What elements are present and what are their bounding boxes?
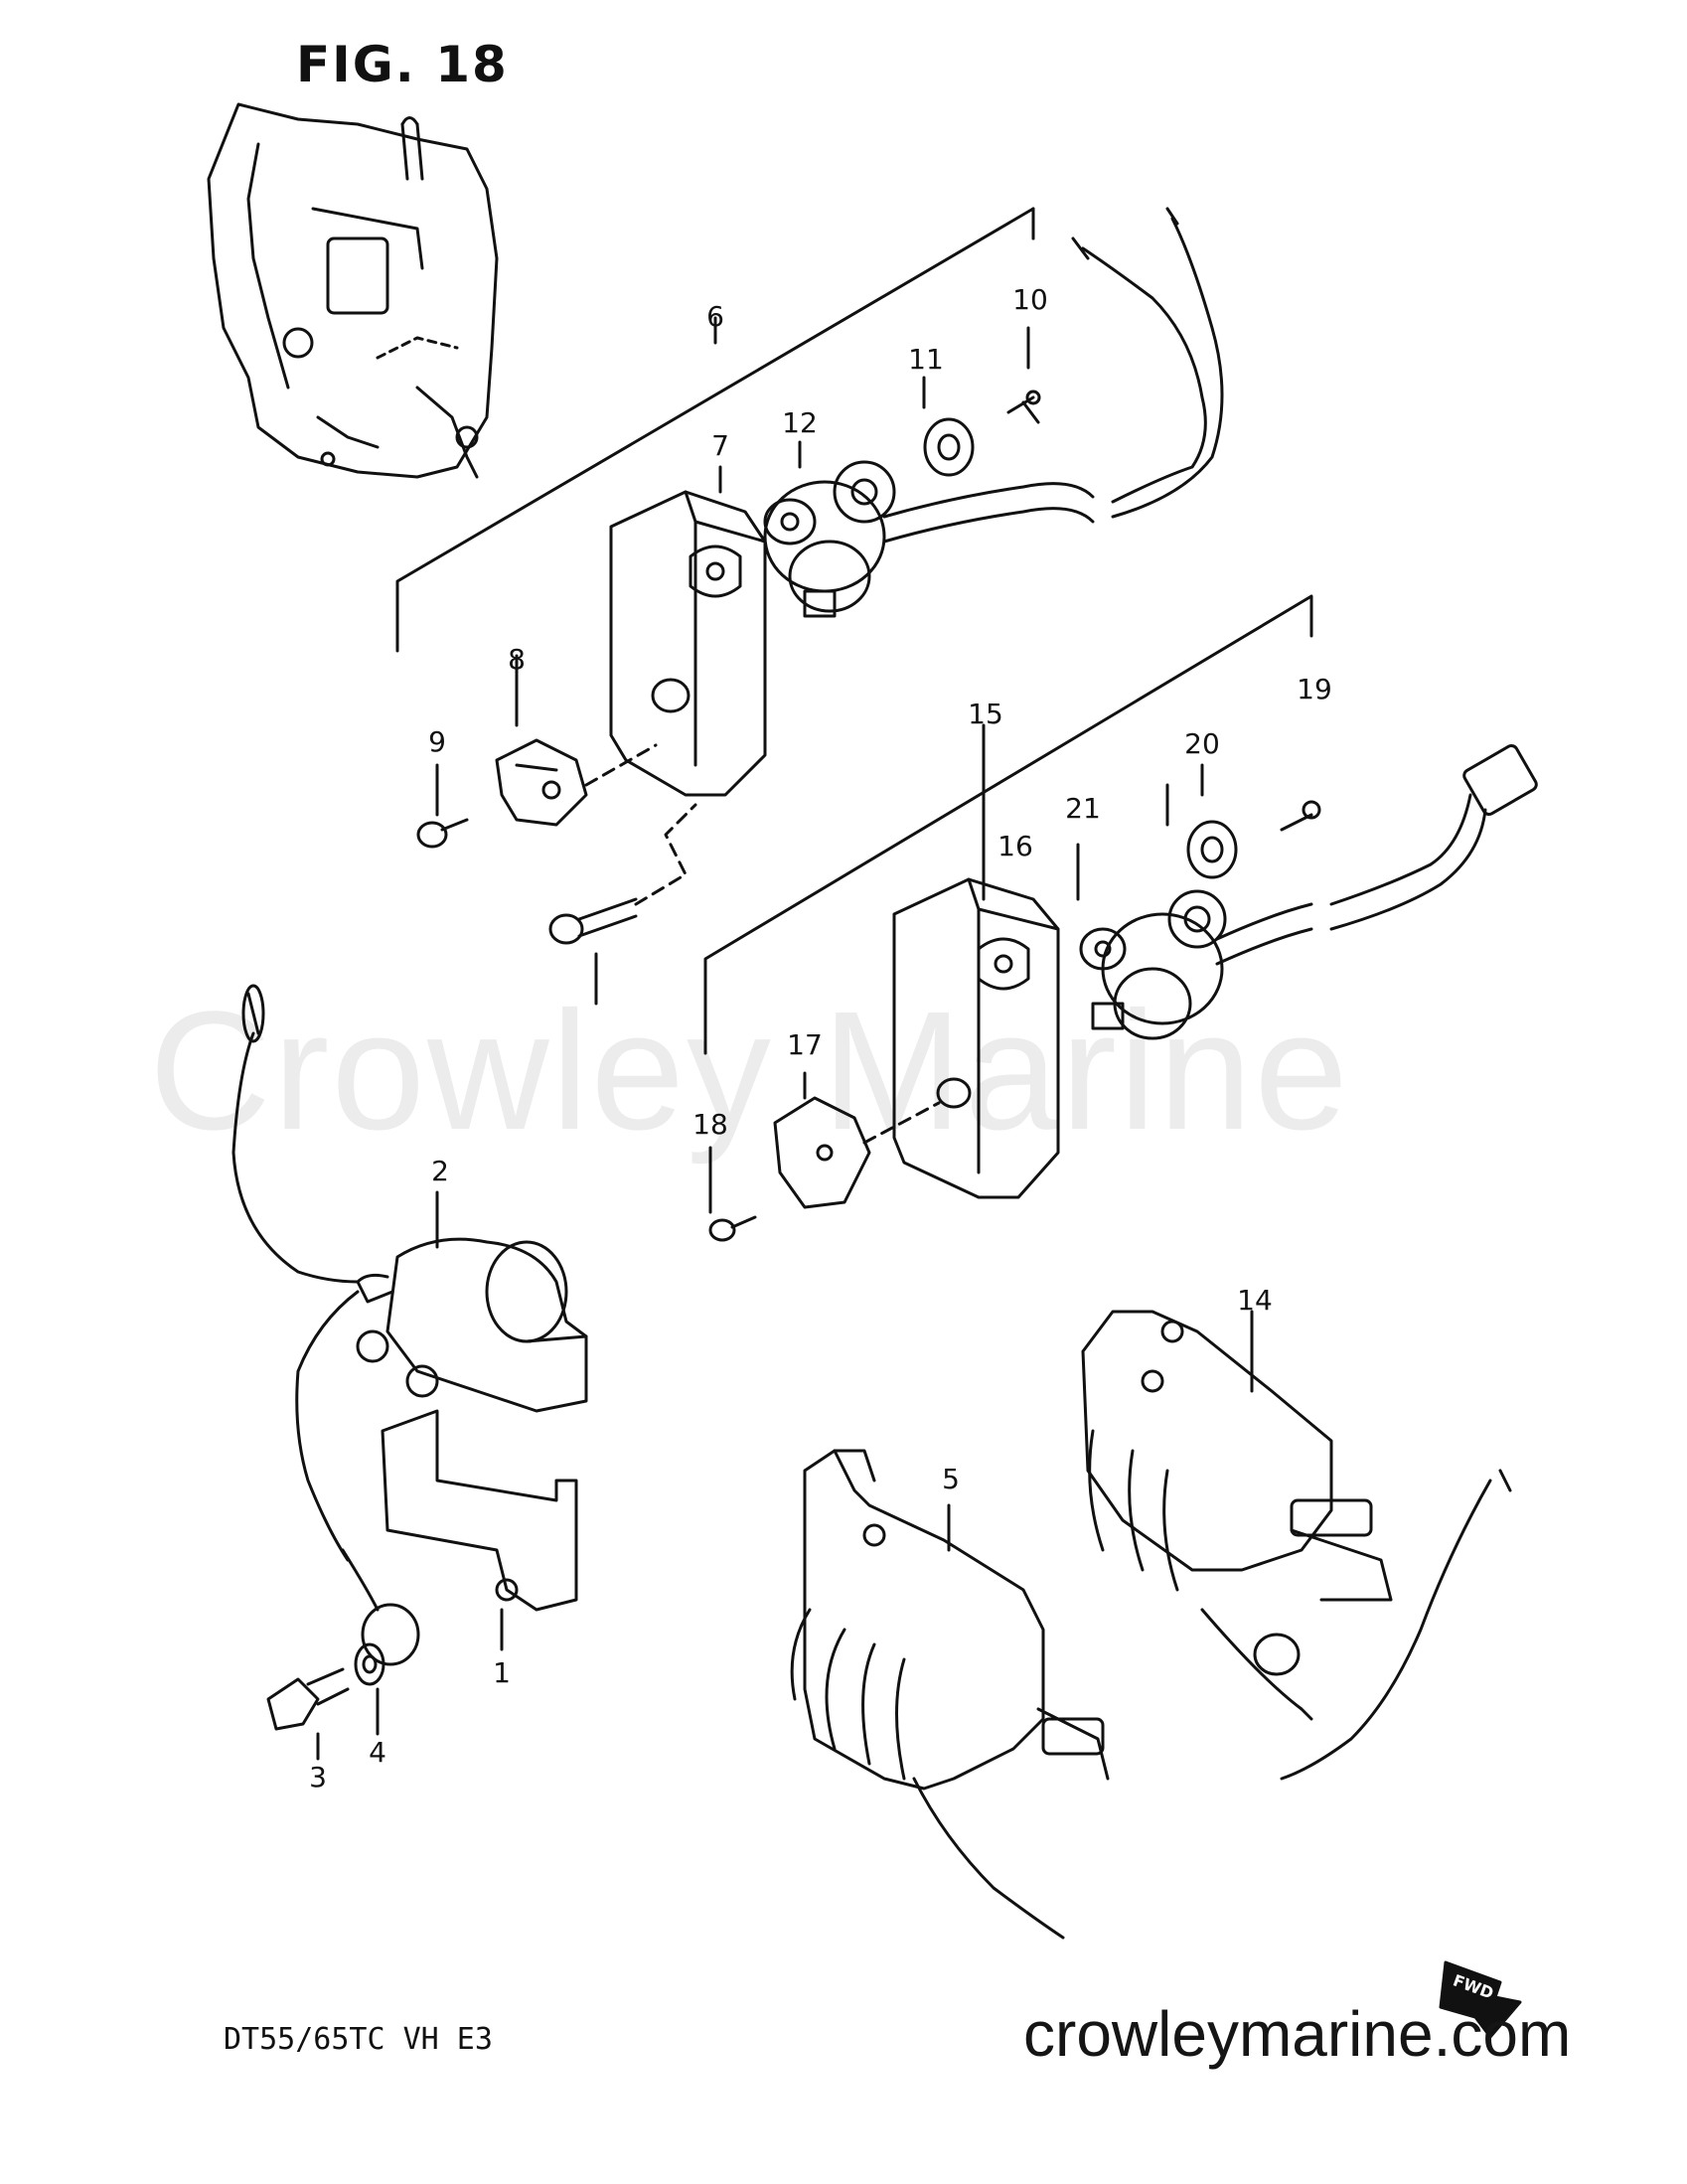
solenoid-5 bbox=[790, 1449, 1110, 1940]
callout-20: 20 bbox=[1184, 727, 1220, 760]
callout-3: 3 bbox=[309, 1761, 327, 1794]
callout-5: 5 bbox=[942, 1463, 960, 1495]
knob-8 bbox=[495, 738, 588, 827]
fwd-arrow-icon bbox=[1439, 1960, 1522, 2039]
knob-17 bbox=[773, 1096, 871, 1209]
switch-box-16 bbox=[892, 877, 1060, 1199]
bracket-1 bbox=[381, 1409, 578, 1612]
ignition-switch-box-7 bbox=[609, 490, 767, 797]
callout-12: 12 bbox=[782, 406, 818, 439]
model-code: DT55/65TC VH E3 bbox=[224, 2022, 493, 2057]
callout-2: 2 bbox=[431, 1155, 449, 1187]
callout-18: 18 bbox=[692, 1108, 728, 1141]
callout-8: 8 bbox=[508, 643, 526, 676]
callout-15: 15 bbox=[968, 698, 1003, 730]
switch-21 bbox=[1079, 744, 1538, 1040]
callout-9: 9 bbox=[428, 725, 446, 758]
screw-10 bbox=[1006, 390, 1041, 424]
callout-11: 11 bbox=[908, 343, 944, 376]
screw-9 bbox=[416, 818, 469, 849]
site-footer: crowleymarine.com bbox=[1023, 1998, 1572, 2070]
callout-6: 6 bbox=[706, 300, 724, 333]
watermark: Crowley Marine bbox=[149, 977, 1350, 1166]
callout-10: 10 bbox=[1012, 283, 1048, 316]
bolt-long bbox=[548, 897, 638, 945]
callout-1: 1 bbox=[493, 1656, 511, 1689]
callout-19: 19 bbox=[1297, 673, 1332, 705]
solenoid-14 bbox=[1081, 1310, 1512, 1781]
callout-4: 4 bbox=[369, 1736, 386, 1769]
callout-21: 21 bbox=[1065, 792, 1101, 825]
figure-title: FIG. 18 bbox=[296, 36, 509, 93]
bolt-3 bbox=[266, 1667, 350, 1731]
axis-line-8 bbox=[584, 743, 658, 787]
callout-17: 17 bbox=[787, 1028, 823, 1061]
washer-4 bbox=[354, 1642, 385, 1686]
callout-14: 14 bbox=[1237, 1284, 1273, 1317]
callout-7: 7 bbox=[711, 429, 729, 462]
engine-overview bbox=[207, 102, 499, 479]
washer-20 bbox=[1186, 820, 1238, 879]
ignition-switch-12 bbox=[763, 207, 1224, 618]
screw-18 bbox=[708, 1215, 757, 1242]
group-15-bracket bbox=[703, 594, 1313, 1055]
washer-11 bbox=[923, 417, 975, 477]
starter-relay-2 bbox=[231, 984, 588, 1666]
callout-16: 16 bbox=[997, 830, 1033, 862]
screw-19 bbox=[1280, 800, 1321, 832]
